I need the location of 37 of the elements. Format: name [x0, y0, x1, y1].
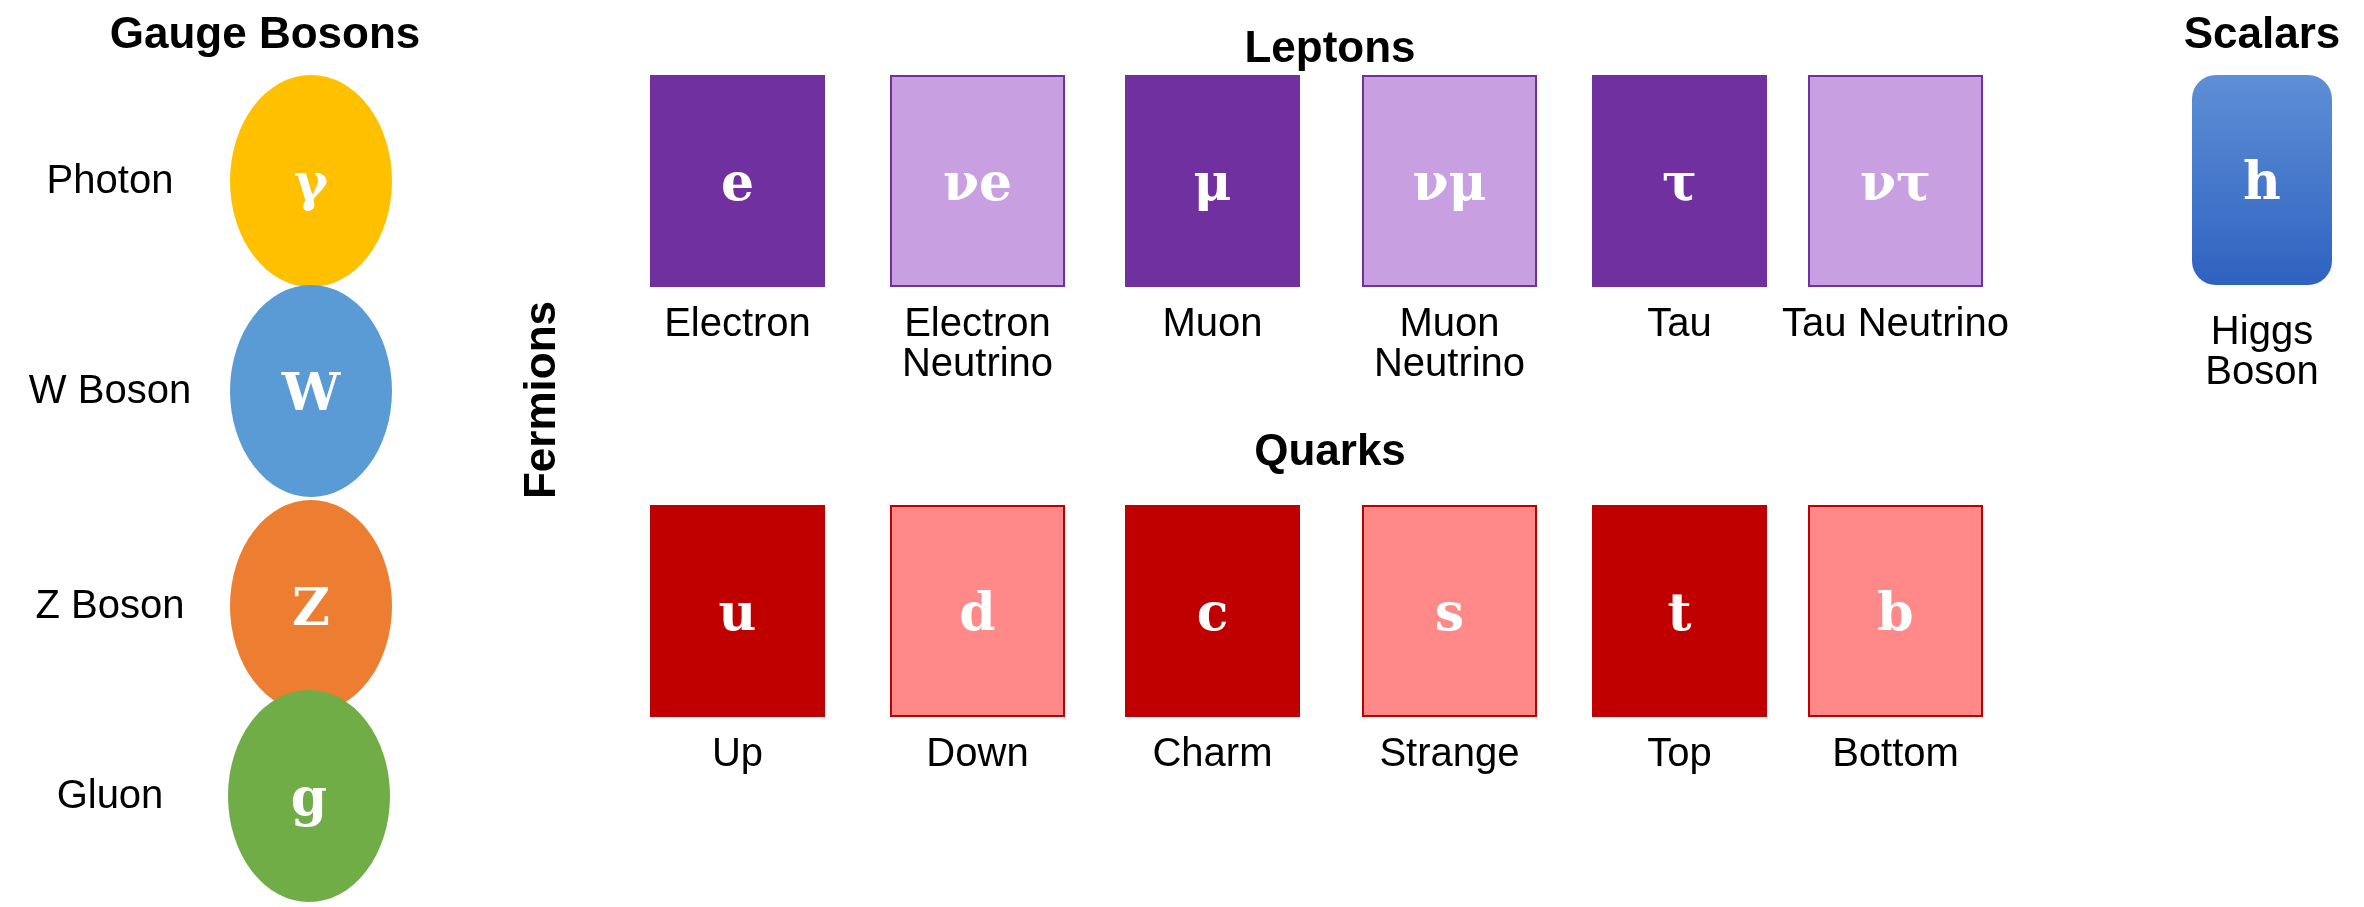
section-heading: Gauge Bosons [109, 8, 421, 58]
particle-square: νμ [1362, 75, 1537, 287]
particle-name: Electron [663, 302, 812, 342]
boson-ellipse: g [228, 690, 390, 902]
particle-name: W Boson [27, 369, 193, 409]
particle-name: Down [925, 732, 1030, 772]
particle-square: c [1125, 505, 1300, 717]
section-heading: Leptons [1244, 22, 1416, 72]
particle-name: Higgs Boson [2204, 310, 2320, 390]
section-heading: Fermions [515, 301, 565, 499]
particle-square: t [1592, 505, 1767, 717]
particle-name: Bottom [1831, 732, 1960, 772]
particle-name: Up [710, 732, 765, 772]
particle-rounded-square: h [2192, 75, 2332, 285]
particle-square: u [650, 505, 825, 717]
particle-name: Tau Neutrino [1781, 302, 2010, 342]
section-heading: Scalars [2183, 8, 2341, 58]
particle-name: Gluon [55, 774, 165, 814]
particle-name: Top [1646, 732, 1713, 772]
particle-square: νe [890, 75, 1065, 287]
particle-square: s [1362, 505, 1537, 717]
particle-square: ντ [1808, 75, 1983, 287]
particle-name: Charm [1151, 732, 1274, 772]
particle-square: τ [1592, 75, 1767, 287]
particle-name: Strange [1378, 732, 1521, 772]
particle-square: d [890, 505, 1065, 717]
particle-square: μ [1125, 75, 1300, 287]
particle-name: Electron Neutrino [900, 302, 1055, 382]
particle-name: Muon [1161, 302, 1264, 342]
particle-name: Photon [45, 159, 175, 199]
particle-square: e [650, 75, 825, 287]
particle-name: Z Boson [34, 584, 186, 624]
section-heading: Quarks [1254, 425, 1406, 475]
particle-name: Muon Neutrino [1372, 302, 1527, 382]
boson-ellipse: W [230, 285, 392, 497]
boson-ellipse: γ [230, 75, 392, 287]
particle-square: b [1808, 505, 1983, 717]
